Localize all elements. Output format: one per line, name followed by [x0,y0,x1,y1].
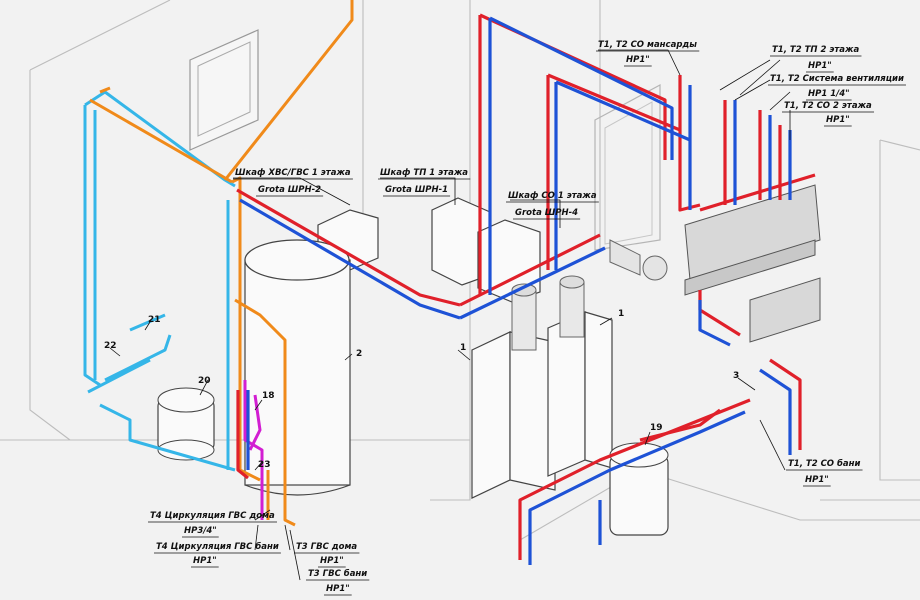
label-vent: Т1, Т2 Система вентиляции [770,74,904,84]
label-co-bani-size: НР1" [805,475,829,485]
expansion-tank-20 [157,387,215,461]
label-shkaf-tp1: Шкаф ТП 1 этажа [380,168,468,178]
label-co-bani: Т1, Т2 СО бани [788,458,861,469]
label-t4-doma-size: НР3/4" [184,526,217,536]
cold-water-pipes [83,90,236,472]
leader-lines [109,49,791,581]
label-t3-doma: Т3 ГВС дома [296,542,357,552]
label-grota-shrn-1: Grota ШРН-1 [385,185,448,195]
callout-1-right: 1 [618,309,624,319]
storage-water-heater-2 [244,239,351,496]
callout-2: 2 [356,349,362,359]
label-t3-bani: Т3 ГВС бани [308,568,367,579]
callout-21: 21 [148,315,161,325]
label-t3-doma-size: НР1" [320,556,344,566]
label-t4-bani: Т4 Циркуляция ГВС бани [156,541,279,552]
hot-water-pipes [89,0,354,527]
label-t4-bani-size: НР1" [193,556,217,566]
item-callouts: 1 1 2 3 18 19 20 21 22 23 [104,309,739,470]
label-co-mansard-size: НР1" [626,55,650,65]
callout-23: 23 [258,460,271,470]
callout-3: 3 [733,371,739,381]
label-grota-shrn-4: Grota ШРН-4 [515,208,578,218]
pipe-labels: Шкаф ХВС/ГВС 1 этажа Grota ШРН-2 Шкаф ТП… [148,40,906,596]
label-tp2: Т1, Т2 ТП 2 этажа [772,45,859,55]
callout-20: 20 [198,376,211,386]
supply-pipes [236,13,816,560]
cabinet-shrn-4 [477,219,541,303]
return-pipes [239,16,792,565]
callout-18: 18 [262,391,275,401]
callout-1-left: 1 [460,343,466,353]
label-t4-doma: Т4 Циркуляция ГВС дома [150,511,275,521]
circulation-pipes [243,380,264,520]
label-vent-size: НР1 1/4" [808,89,850,99]
label-shkaf-co1: Шкаф СО 1 этажа [508,191,597,201]
callout-19: 19 [650,423,663,433]
label-grota-shrn-2: Grota ШРН-2 [258,185,321,195]
label-co-mansard: Т1, Т2 СО мансарды [598,40,697,50]
label-tp2-size: НР1" [808,61,832,71]
label-shkaf-hvs: Шкаф ХВС/ГВС 1 этажа [235,168,351,178]
label-co2-size: НР1" [826,115,850,125]
callout-22: 22 [104,341,117,351]
boilers-1 [471,239,668,499]
label-co2: Т1, Т2 СО 2 этажа [784,101,872,111]
distribution-manifold [684,184,821,343]
label-t3-bani-size: НР1" [326,584,350,594]
